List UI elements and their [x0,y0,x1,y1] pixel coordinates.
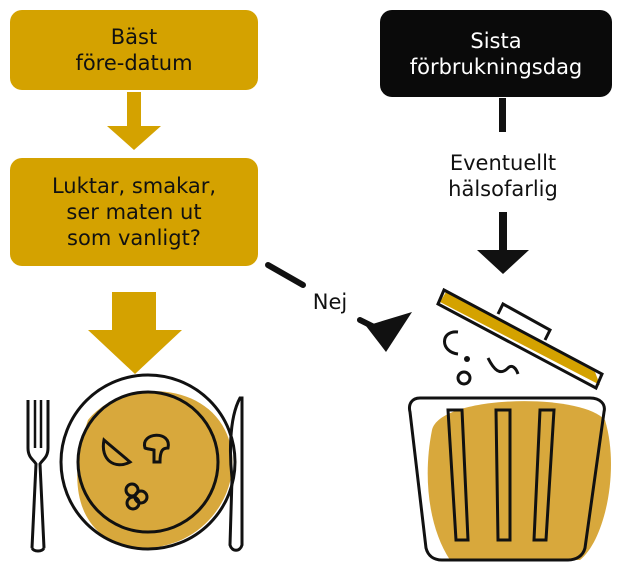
arrow-down-black [477,212,529,274]
plate-with-cutlery-icon [26,373,244,553]
best-before-text: Bäst före-datum [75,25,193,75]
arrow-down-gold-1 [107,92,161,150]
yes-arrow [88,292,182,374]
quality-check-text: Luktar, smakar, ser maten ut som vanligt… [51,174,217,250]
no-label: Nej [312,290,348,314]
use-by-text: Sista förbrukningsdag [409,28,583,79]
best-before-box: Bäst före-datum [10,10,258,90]
trash-bin-icon [408,287,611,562]
no-arrow [265,262,412,352]
use-by-box: Sista förbrukningsdag [380,10,612,97]
use-by-line [499,98,506,132]
quality-check-box: Luktar, smakar, ser maten ut som vanligt… [10,158,258,266]
possibly-harmful-label: Eventuellt hälsofarlig [448,151,558,201]
